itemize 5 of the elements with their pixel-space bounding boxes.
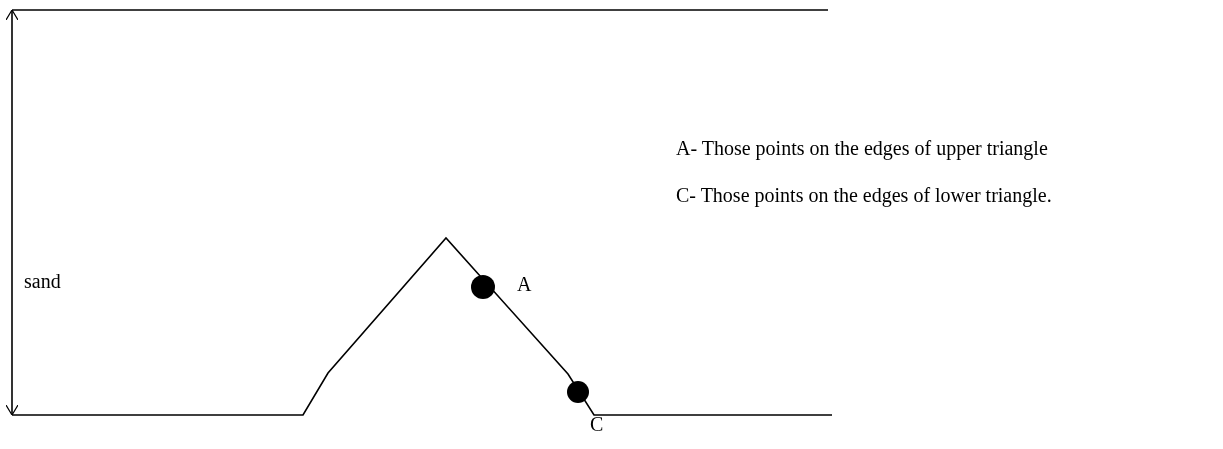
note-text: A- Those points on the edges of upper triangle bbox=[676, 136, 1048, 160]
layer-label: sand bbox=[24, 269, 61, 293]
point-label: A bbox=[517, 272, 532, 296]
note-text: C- Those points on the edges of lower triangle. bbox=[676, 183, 1052, 207]
point-label: C bbox=[590, 412, 604, 436]
